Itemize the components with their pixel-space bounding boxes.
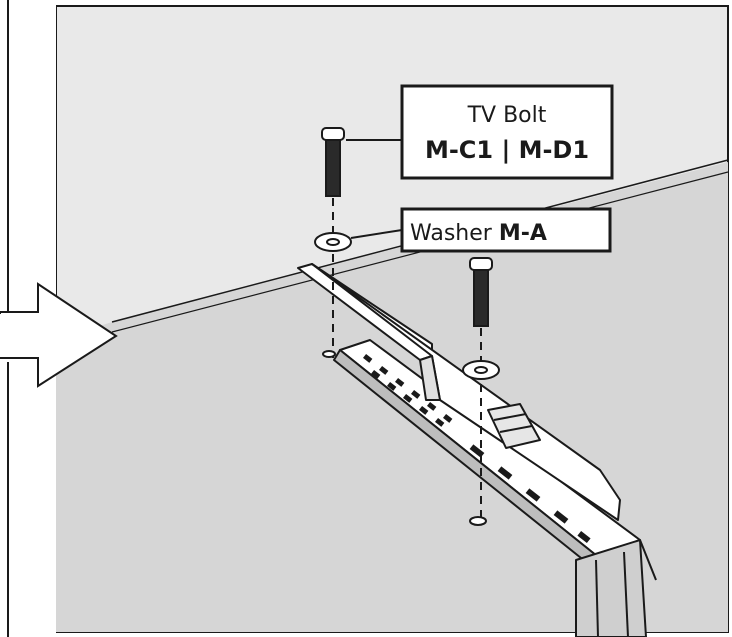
washer-label: Washer M-A: [410, 221, 547, 246]
washer-name: Washer: [410, 221, 499, 246]
washer-right: [462, 360, 500, 526]
step-arrow: [0, 0, 118, 637]
washer-callout: Washer M-A: [400, 207, 612, 253]
stand-bracket: [297, 263, 657, 637]
tv-bolt-callout: TV Bolt M-C1 | M-D1: [400, 84, 614, 180]
tv-bolt-left: [321, 127, 345, 358]
washer-left: [314, 232, 352, 358]
tv-bolt-codes: M-C1 | M-D1: [425, 136, 589, 164]
washer-code: M-A: [499, 221, 547, 246]
tv-bolt-label: TV Bolt: [467, 103, 547, 128]
leader-lines: [346, 139, 403, 239]
